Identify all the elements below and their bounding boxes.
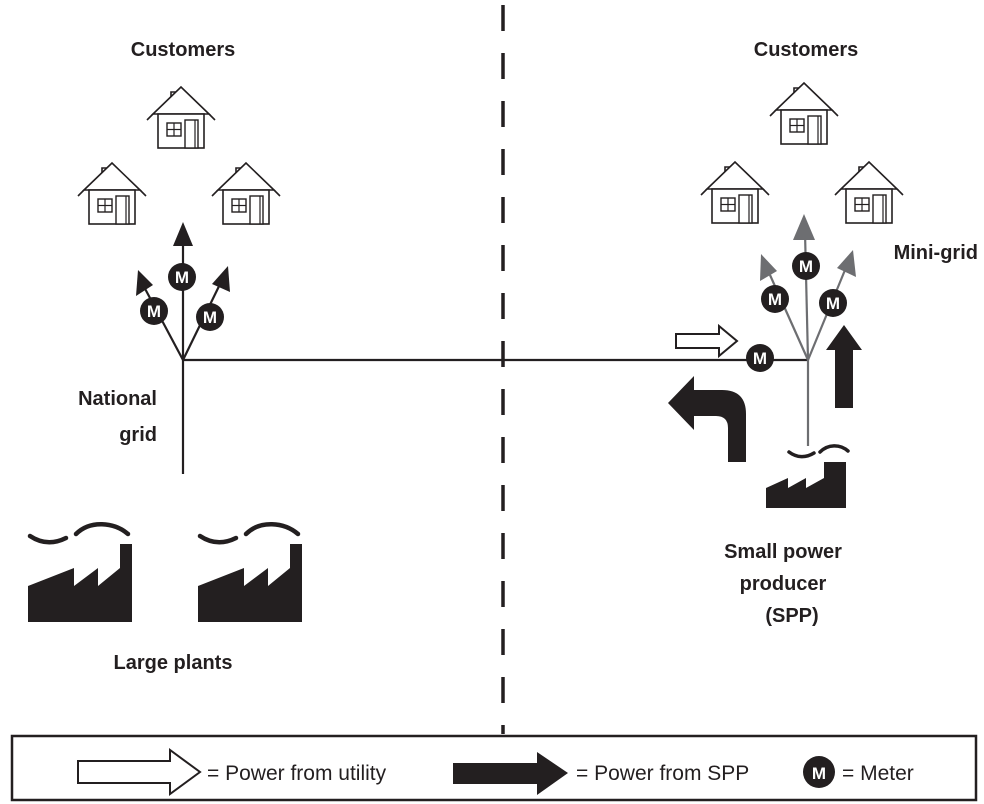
national-grid-label-line2: grid (119, 424, 157, 446)
right-meter-top: M (792, 252, 820, 280)
large-plant-icon-left (28, 524, 132, 622)
national-grid-lines (141, 238, 808, 474)
left-meter-top: M (168, 263, 196, 291)
right-house-icon-right (834, 161, 904, 224)
large-plants-label: Large plants (114, 652, 233, 674)
svg-text:M: M (147, 302, 161, 321)
right-meter-left: M (761, 285, 789, 313)
legend-spp-arrow-icon (453, 752, 568, 795)
utility-power-arrow (675, 323, 739, 359)
right-house-icon-left (700, 161, 770, 224)
svg-text:M: M (799, 257, 813, 276)
spp-label-line2: producer (740, 573, 827, 595)
spp-factory-icon (766, 444, 850, 508)
mini-grid-branch-arrows (760, 214, 856, 281)
national-grid-label-line1: National (78, 388, 157, 410)
legend-utility-arrow-icon (77, 748, 202, 796)
left-customers-label: Customers (131, 39, 235, 61)
svg-text:M: M (753, 349, 767, 368)
right-customers-label: Customers (754, 39, 858, 61)
svg-text:M: M (768, 290, 782, 309)
legend-utility-label: = Power from utility (207, 762, 387, 785)
spp-to-minigrid-arrow (826, 325, 862, 408)
left-meter-right: M (196, 303, 224, 331)
mini-grid-label: Mini-grid (894, 242, 978, 264)
legend-meter-icon: M (803, 756, 835, 788)
svg-text:M: M (826, 294, 840, 313)
left-house-icon-left (77, 162, 147, 225)
left-house-icon-right (211, 162, 281, 225)
right-house-icon-top (769, 82, 839, 145)
right-meter-right: M (819, 289, 847, 317)
left-branch-arrows (136, 222, 230, 296)
large-plant-icon-right (198, 524, 302, 622)
left-meter-left: M (140, 297, 168, 325)
spp-to-grid-arrow (668, 376, 746, 462)
left-house-icon-top (146, 86, 216, 149)
legend-meter-label: = Meter (842, 762, 914, 785)
interconnection-meter: M (746, 344, 774, 372)
svg-text:M: M (203, 308, 217, 327)
svg-text:M: M (812, 764, 826, 783)
legend-spp-label: = Power from SPP (576, 762, 749, 785)
spp-label-line3: (SPP) (765, 605, 818, 627)
svg-text:M: M (175, 268, 189, 287)
spp-label-line1: Small power (724, 541, 842, 563)
